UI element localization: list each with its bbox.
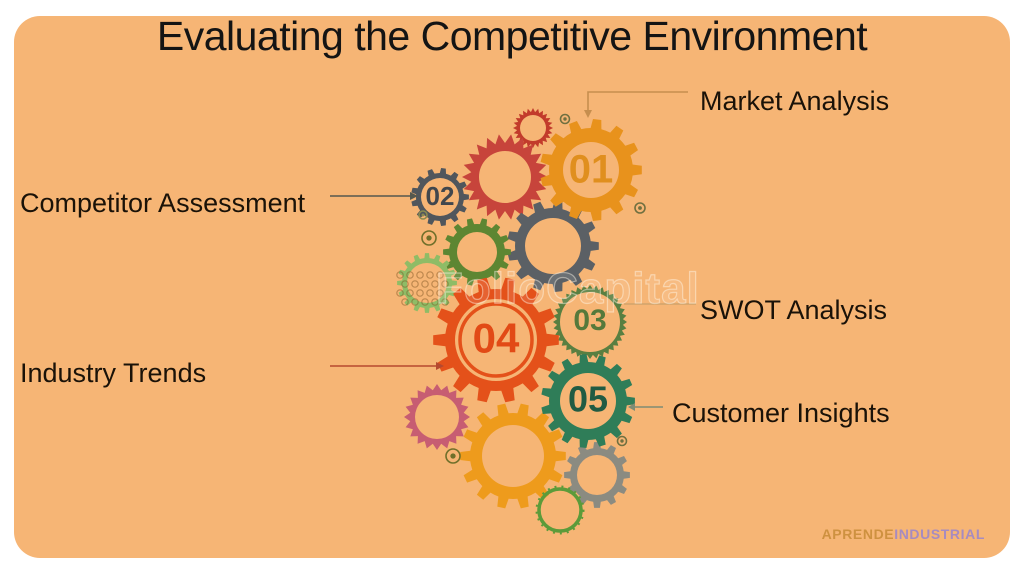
watermark-dot xyxy=(401,298,409,306)
decorative-gear-olive xyxy=(443,218,511,286)
watermark-dot xyxy=(406,271,414,279)
decorative-gear-bottom-gray xyxy=(564,442,630,508)
watermark-dot xyxy=(396,289,404,297)
ring-dot-center xyxy=(638,206,642,210)
watermark-dot xyxy=(441,280,449,288)
watermark-dot xyxy=(401,280,409,288)
watermark-logo-dots xyxy=(396,271,449,306)
watermark-dot xyxy=(441,298,449,306)
gear-number-01: 01 xyxy=(568,147,614,192)
label-swot-analysis: SWOT Analysis xyxy=(700,295,888,325)
brand-aprende: APRENDE xyxy=(821,526,895,542)
watermark-dot xyxy=(426,271,434,279)
ring-dot-center xyxy=(563,117,567,121)
decorative-dots xyxy=(418,113,646,464)
watermark-dot xyxy=(431,280,439,288)
decorative-gear-bottom-orange xyxy=(460,403,566,509)
watermark-dot xyxy=(416,271,424,279)
connector-competitor-assessment xyxy=(330,192,418,200)
gear-05 xyxy=(541,354,635,448)
decorative-gear-small-red xyxy=(513,108,553,148)
small-green-circle-gear xyxy=(537,487,583,533)
gear-number-02: 02 xyxy=(425,180,455,211)
watermark-dot xyxy=(416,289,424,297)
ring-dot-center xyxy=(450,453,456,459)
gear-04 xyxy=(433,277,559,403)
watermark-dot xyxy=(431,298,439,306)
ring-dot xyxy=(634,202,646,214)
decorative-gear-rose xyxy=(404,384,470,450)
ring-dot xyxy=(559,113,571,125)
ring-dot xyxy=(421,230,437,246)
decorative-gear-dark-gray xyxy=(507,200,599,292)
watermark-dot xyxy=(421,298,429,306)
small-green-circle-teeth xyxy=(535,485,585,535)
connector-market-analysis xyxy=(584,91,688,118)
ring-dot-center xyxy=(426,235,432,241)
page-title: Evaluating the Competitive Environment xyxy=(156,13,868,59)
gear-number-04: 04 xyxy=(472,314,520,362)
watermark-dot xyxy=(421,280,429,288)
connector-industry-trends xyxy=(330,362,444,370)
gear-cluster xyxy=(397,108,642,509)
ring-dot-center xyxy=(421,213,425,217)
decorative-gear-red xyxy=(462,134,548,220)
watermark-dot xyxy=(406,289,414,297)
gear-04-inner-ring xyxy=(458,302,534,378)
label-customer-insights: Customer Insights xyxy=(672,398,890,428)
label-market-analysis: Market Analysis xyxy=(700,86,890,116)
ring-dot xyxy=(445,448,461,464)
ring-dot xyxy=(418,210,428,220)
watermark-dot xyxy=(411,280,419,288)
ring-dot-center xyxy=(620,439,624,443)
gear-number-03: 03 xyxy=(573,303,607,337)
watermark-dot xyxy=(436,289,444,297)
brand-logo: APRENDEINDUSTRIAL xyxy=(822,526,985,542)
decorative-gear-light-green xyxy=(397,253,457,313)
connector-customer-insights xyxy=(628,403,663,411)
watermark-dot xyxy=(426,289,434,297)
gear-number-05: 05 xyxy=(567,378,609,420)
brand-industrial: INDUSTRIAL xyxy=(894,526,985,542)
watermark-dot xyxy=(436,271,444,279)
watermark-dot xyxy=(396,271,404,279)
gear-01 xyxy=(540,119,642,221)
ring-dot xyxy=(616,435,628,447)
label-competitor-assessment: Competitor Assessment xyxy=(20,188,306,218)
stock-watermark: FolioCapital xyxy=(435,263,700,313)
label-industry-trends: Industry Trends xyxy=(20,358,207,388)
watermark-dot xyxy=(411,298,419,306)
